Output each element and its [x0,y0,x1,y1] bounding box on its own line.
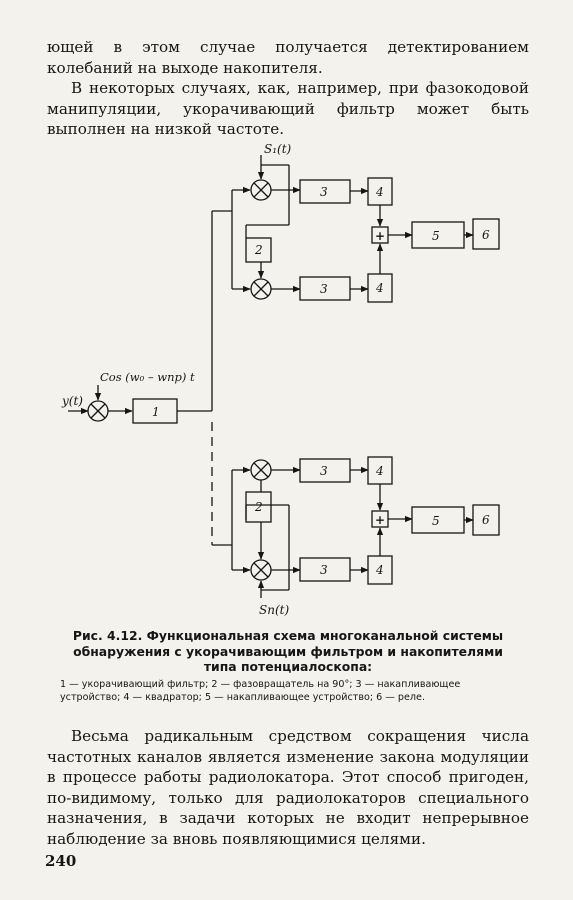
sn-label: Sn(t) [259,603,289,617]
squarer-top-2-label: 4 [375,281,384,295]
filter-block-label: 1 [152,405,160,419]
intro-paragraph-1: ющей в этом случае получается детектиров… [47,38,529,77]
s1-label: S₁(t) [264,142,292,156]
block-diagram: y(t) Cos (w₀ – wпр) t S₁(t) Sn(t) 1 2 3 … [61,142,500,617]
accumulator-bottom-1-label: 3 [320,464,328,478]
outro-paragraph-1: Весьма радикальным средством сокращения … [47,727,529,848]
accumulating-device-top-label: 5 [432,229,440,243]
phase-shifter-bottom-label: 2 [254,500,263,514]
relay-top [472,218,500,250]
squarer-bottom-1-label: 4 [375,464,384,478]
accumulator-top-2-label: 3 [320,282,328,296]
accumulator-bottom-2-label: 3 [320,563,328,577]
accumulating-device-bottom-label: 5 [432,514,440,528]
lo-label: Cos (w₀ – wпр) t [100,370,195,384]
input-label: y(t) [61,394,83,408]
legend-line-2: устройство; 4 — квадратор; 5 — накаплива… [60,691,425,703]
relay-top-label: 6 [482,228,490,242]
adder-bottom-label: + [375,513,385,527]
phase-shifter-top [245,237,272,263]
intro-paragraph-2: В некоторых случаях, как, например, при … [47,79,529,138]
squarer-bottom-2-label: 4 [375,563,384,577]
adder-top-label: + [375,229,385,243]
phase-shifter-bottom [245,491,272,523]
phase-shifter-top-label: 2 [254,243,263,257]
legend-line-1: 1 — укорачивающий фильтр; 2 — фазовращат… [60,679,461,690]
figure-caption: Рис. 4.12. Функциональная схема многокан… [72,628,504,674]
relay-bottom-label: 6 [482,513,490,527]
squarer-top-1-label: 4 [375,185,384,199]
outro-text: Весьма радикальным средством сокращения … [47,726,529,849]
page-number: 240 [45,852,77,870]
accumulator-top-1-label: 3 [320,185,328,199]
intro-text: ющей в этом случае получается детектиров… [47,37,529,140]
figure-legend: 1 — укорачивающий фильтр; 2 — фазовращат… [60,679,520,704]
relay-bottom [472,504,500,536]
